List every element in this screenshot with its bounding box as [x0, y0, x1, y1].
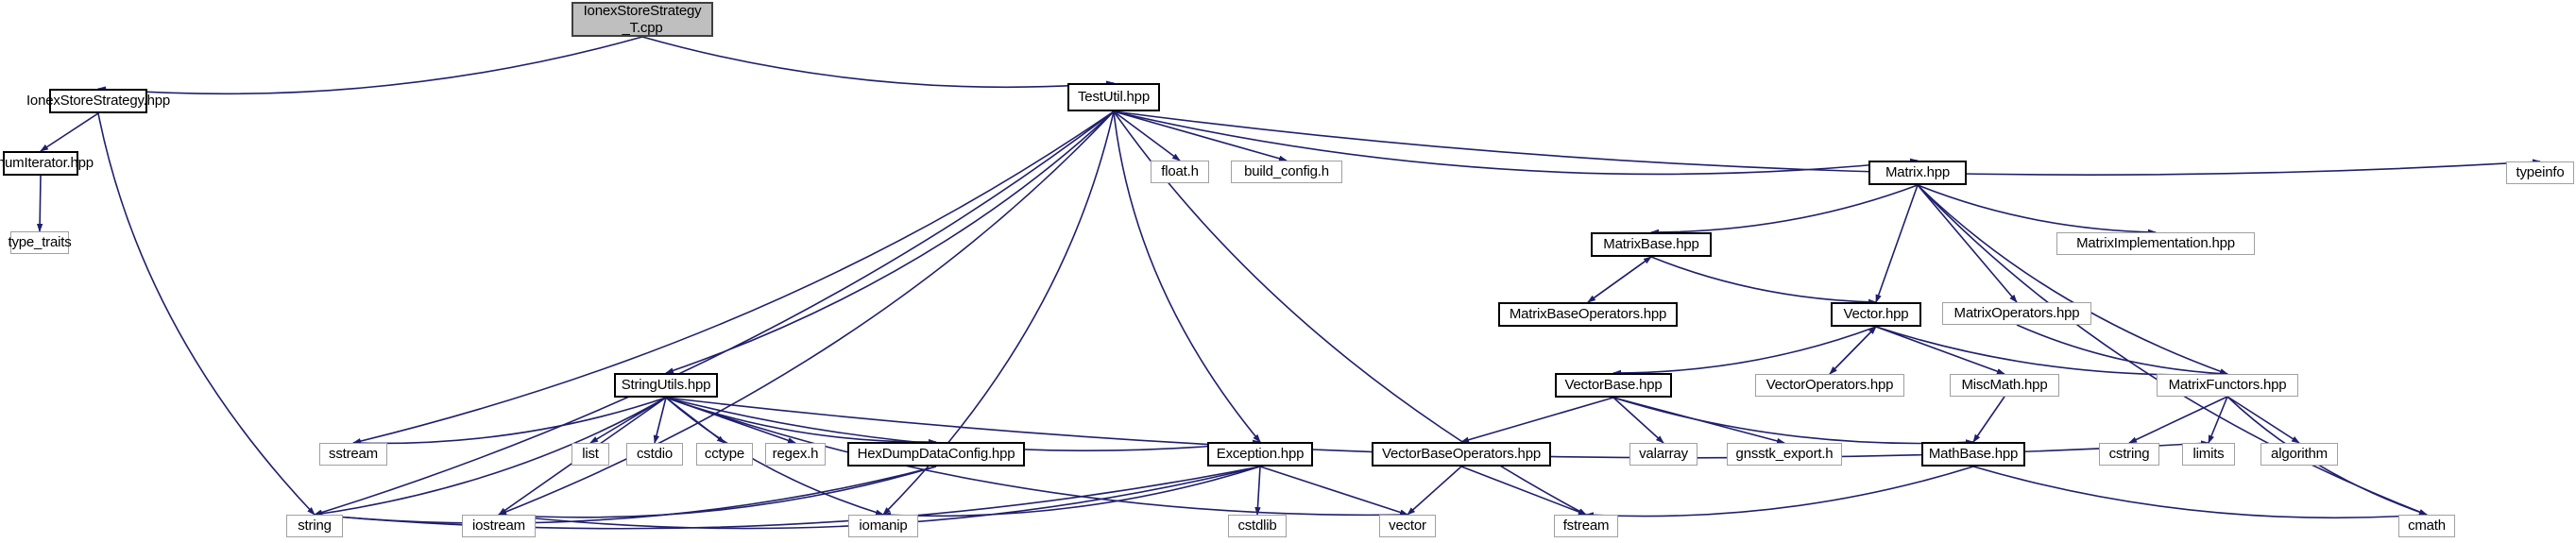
graph-node-root[interactable]: IonexStoreStrategy _T.cpp [571, 2, 713, 37]
graph-node-gnsstkexport[interactable]: gnsstk_export.h [1727, 443, 1842, 466]
edge-matrixbase-to-matrixbaseops [1587, 256, 1652, 303]
edge-hexdump-to-iostream [498, 466, 937, 518]
edge-testutil-to-buildconfig [1113, 110, 1288, 161]
edge-matrix-to-matrixfunctors [1917, 184, 2228, 375]
edge-matrixbaseops-to-matrixbase [1587, 256, 1652, 303]
edge-hexdump-to-string [314, 466, 937, 524]
graph-node-algorithm[interactable]: algorithm [2260, 443, 2338, 466]
edge-matrixfunctors-to-limits [2208, 396, 2228, 444]
edge-vector-to-vectorops [1829, 326, 1877, 375]
graph-node-ionexstorestrategy[interactable]: IonexStoreStrategy.hpp [26, 89, 170, 113]
graph-node-vectorbase[interactable]: VectorBase.hpp [1555, 373, 1672, 398]
graph-node-iostream[interactable]: iostream [462, 515, 536, 537]
graph-node-matrixbase[interactable]: MatrixBase.hpp [1591, 232, 1712, 257]
edge-stringutils-to-regexh [665, 397, 796, 444]
edge-matrixfunctors-to-algorithm [2226, 396, 2300, 444]
edge-vectorbase-to-valarray [1612, 397, 1664, 444]
edge-testutil-to-floath [1113, 110, 1181, 161]
edge-testutil-to-sstream [352, 110, 1115, 445]
edge-testutil-to-stringutils [665, 110, 1115, 374]
graph-node-exception[interactable]: Exception.hpp [1207, 442, 1313, 467]
graph-node-list[interactable]: list [571, 443, 609, 466]
graph-node-matrix[interactable]: Matrix.hpp [1868, 161, 1967, 185]
graph-node-stringutils[interactable]: StringUtils.hpp [614, 373, 718, 398]
edge-matrix-to-vector [1875, 184, 1919, 303]
graph-node-iomanip[interactable]: iomanip [848, 515, 918, 537]
edge-exception-to-vectorstd [1259, 466, 1408, 516]
graph-node-vectorops[interactable]: VectorOperators.hpp [1755, 374, 1904, 397]
graph-node-matrixbaseops[interactable]: MatrixBaseOperators.hpp [1498, 302, 1678, 327]
edge-stringutils-to-cctype [665, 397, 725, 444]
edge-exception-to-string [314, 466, 1261, 530]
edge-exception-to-cstdlib [1254, 466, 1261, 516]
edge-vector-to-miscmath [1875, 326, 2005, 375]
graph-node-testutil[interactable]: TestUtil.hpp [1067, 83, 1160, 111]
edge-matrixfunctors-to-cstring [2128, 396, 2228, 444]
edge-stringutils-to-list [589, 397, 667, 444]
edge-vectorbase-to-mathbase [1612, 397, 1974, 446]
edge-vectorops-to-vector [1829, 326, 1877, 375]
graph-node-buildconfig[interactable]: build_config.h [1231, 161, 1342, 183]
graph-node-vectorstd[interactable]: vector [1379, 515, 1436, 537]
graph-node-cstring[interactable]: cstring [2099, 443, 2159, 466]
graph-node-cctype[interactable]: cctype [696, 443, 753, 466]
graph-node-fstream[interactable]: fstream [1554, 515, 1618, 537]
graph-node-regexh[interactable]: regex.h [765, 443, 826, 466]
graph-node-sstream[interactable]: sstream [319, 443, 387, 466]
edge-vector-to-matrixfunctors [1875, 326, 2228, 378]
graph-node-hexdump[interactable]: HexDumpDataConfig.hpp [847, 442, 1025, 467]
graph-node-enumiterator[interactable]: EnumIterator.hpp [0, 151, 94, 176]
edge-matrix-to-matriximpl [1917, 184, 2157, 236]
edge-root-to-testutil [641, 36, 1115, 89]
graph-node-vectorbaseops[interactable]: VectorBaseOperators.hpp [1372, 442, 1551, 467]
edge-miscmath-to-mathbase [1972, 396, 2005, 443]
edge-ionexstorestrategy-to-enumiterator [40, 112, 99, 152]
edge-vector-to-vectorbase [1612, 326, 1877, 377]
edge-mathbase-to-cmath [1972, 466, 2428, 519]
graph-node-matrixops[interactable]: MatrixOperators.hpp [1942, 302, 2091, 325]
graph-node-typeinfo[interactable]: typeinfo [2506, 161, 2574, 184]
graph-node-miscmath[interactable]: MiscMath.hpp [1950, 374, 2059, 397]
edge-exception-to-iomanip [882, 466, 1261, 518]
edge-vectorbase-to-vectorbaseops [1460, 397, 1614, 443]
edge-matrix-to-matrixops [1917, 184, 2018, 303]
edge-vectorbaseops-to-vectorstd [1407, 466, 1462, 516]
edge-stringutils-to-cstdio [653, 397, 667, 444]
graph-node-mathbase[interactable]: MathBase.hpp [1921, 442, 2025, 467]
graph-node-cmath[interactable]: cmath [2398, 515, 2455, 537]
edge-enumiterator-to-typetraits [36, 175, 43, 232]
graph-node-matriximpl[interactable]: MatrixImplementation.hpp [2056, 232, 2255, 255]
graph-node-typetraits[interactable]: type_traits [9, 231, 72, 254]
edge-matrixops-to-matrixfunctors [2016, 324, 2228, 377]
edge-matrixbase-to-vector [1650, 256, 1877, 306]
graph-node-floath[interactable]: float.h [1151, 161, 1209, 183]
edge-vectorbaseops-to-fstream [1460, 466, 1587, 516]
edge-matrix-to-matrixbase [1650, 184, 1919, 236]
graph-node-cstdio[interactable]: cstdio [626, 443, 683, 466]
edge-ionexstorestrategy-to-string [97, 112, 316, 516]
edge-vectorbase-to-gnsstkexport [1612, 397, 1785, 445]
graph-node-string[interactable]: string [286, 515, 343, 537]
graph-node-limits[interactable]: limits [2182, 443, 2235, 466]
edge-root-to-ionexstorestrategy [97, 36, 643, 95]
graph-node-cstdlib[interactable]: cstdlib [1228, 515, 1287, 537]
graph-node-valarray[interactable]: valarray [1629, 443, 1697, 466]
graph-node-matrixfunctors[interactable]: MatrixFunctors.hpp [2157, 374, 2298, 397]
edge-mathbase-to-fstream [1585, 466, 1974, 518]
graph-node-vector[interactable]: Vector.hpp [1831, 302, 1921, 327]
edge-stringutils-to-hexdump [665, 397, 937, 446]
edge-stringutils-to-sstream [352, 397, 667, 447]
